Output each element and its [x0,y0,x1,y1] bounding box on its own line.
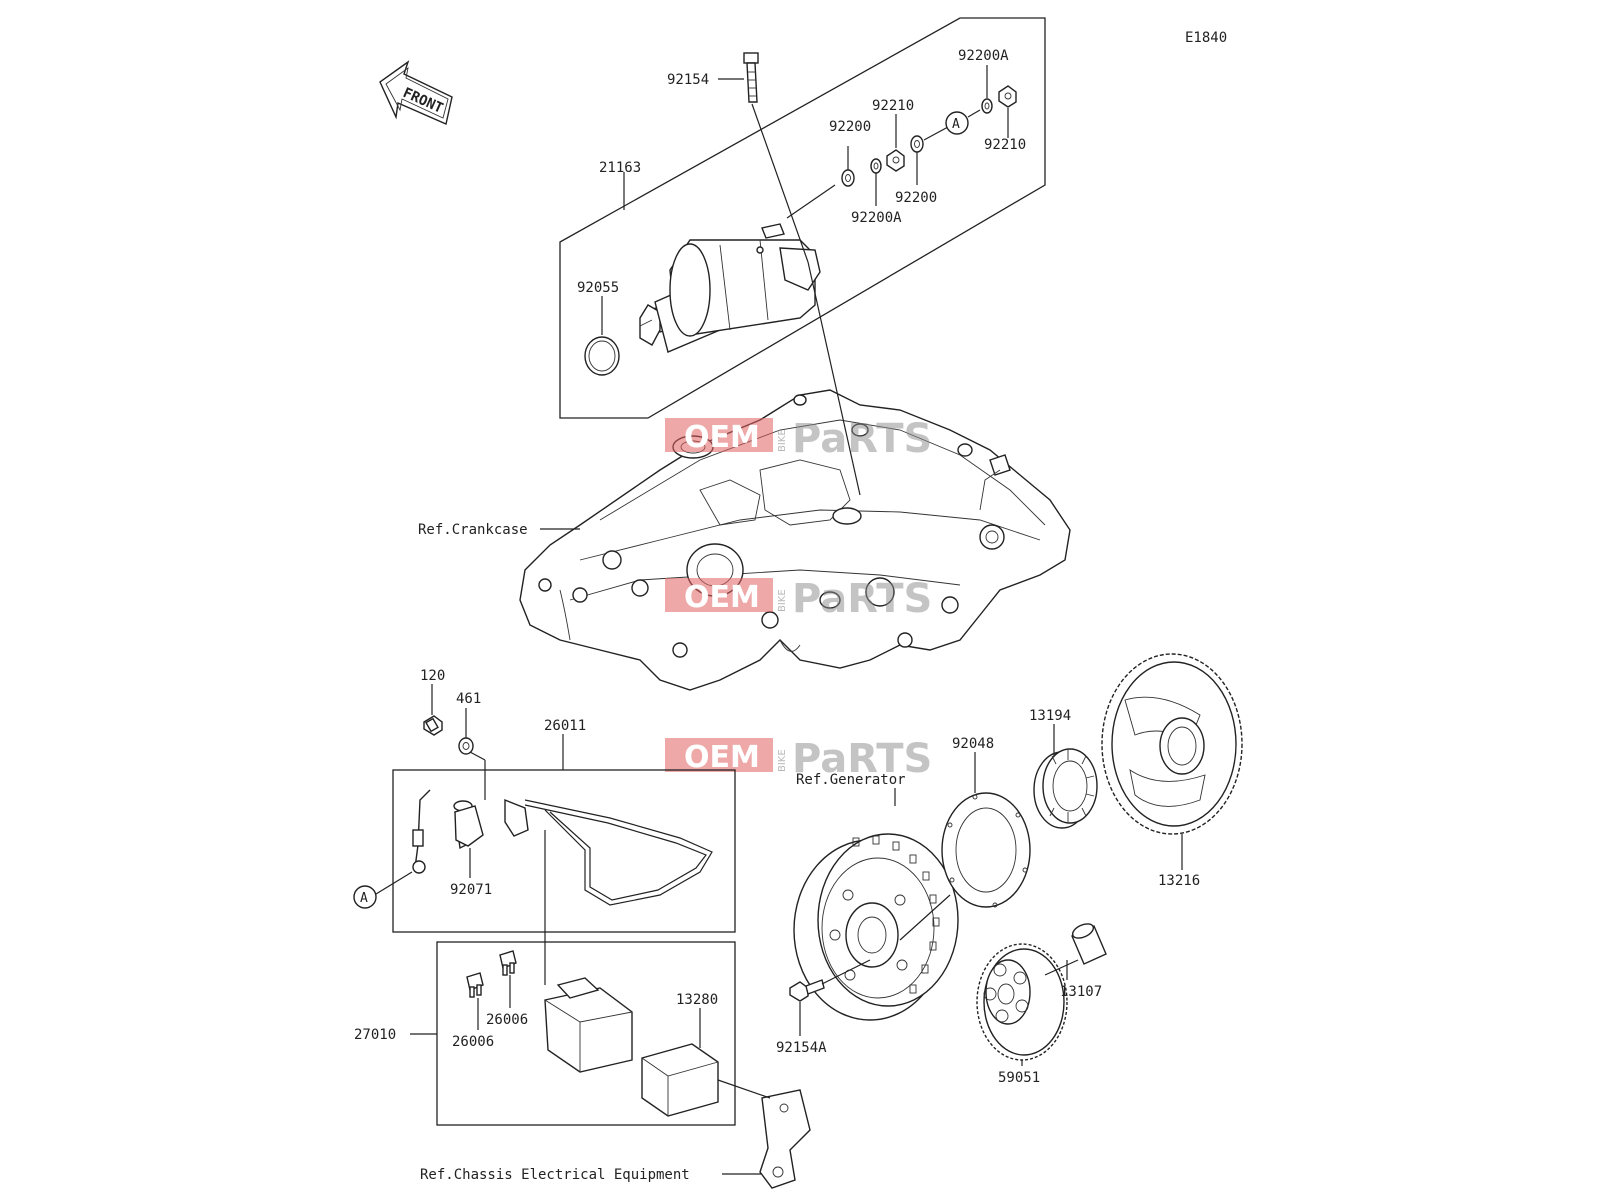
label-ref-generator: Ref.Generator [796,772,906,788]
label-461: 461 [456,691,481,707]
nut-92210-b [998,85,1017,108]
bolt-92154a [789,959,871,1002]
svg-text:PaRTS: PaRTS [792,576,932,622]
label-92200-top: 92200 [829,119,871,135]
washer-92200a-b [981,98,993,114]
label-92210-top: 92210 [872,98,914,114]
bolt-120 [423,715,443,736]
starter-gear-13216 [1101,653,1243,835]
label-59051: 59051 [998,1070,1040,1086]
label-13280: 13280 [676,992,718,1008]
watermark-3: OEM BIKE PaRTS [665,736,932,782]
part-labels: 92154 92200A 92210 92200 21163 92200 922… [354,48,1200,1183]
washer-92200a-a [870,158,882,174]
diagram-code: E1840 [1185,30,1227,46]
svg-text:BIKE: BIKE [777,429,788,452]
label-92200-mid: 92200 [895,190,937,206]
svg-text:PaRTS: PaRTS [792,416,932,462]
label-92200a-top: 92200A [958,48,1009,64]
idler-gear-59051 [976,943,1068,1061]
relay-13280 [641,1043,719,1117]
label-ref-crankcase: Ref.Crankcase [418,522,528,538]
label-92071: 92071 [450,882,492,898]
svg-text:BIKE: BIKE [777,589,788,612]
chassis-bracket-ref [717,1079,811,1189]
label-92055: 92055 [577,280,619,296]
callout-a-bottom: A [353,871,413,909]
starter-relay [544,977,633,1073]
fuse-26006-b [499,950,517,976]
label-21163: 21163 [599,160,641,176]
label-92048: 92048 [952,736,994,752]
svg-text:OEM: OEM [684,580,760,615]
label-26011: 26011 [544,718,586,734]
watermark-2: OEM BIKE PaRTS [665,576,932,622]
oneway-clutch-13194 [1033,748,1098,829]
front-arrow-icon: FRONT [379,60,453,125]
svg-text:PaRTS: PaRTS [792,736,932,782]
starter-group-box [559,17,1046,419]
label-92200a-bottom: 92200A [851,210,902,226]
nut-92210-a [886,149,905,172]
generator-rotor-ref [793,833,959,1021]
svg-text:A: A [952,117,960,132]
label-92154: 92154 [667,72,709,88]
label-ref-chassis: Ref.Chassis Electrical Equipment [420,1167,690,1183]
crankcase-ref [519,389,1071,691]
fuse-26006-a [466,972,484,998]
cap-92071 [454,805,484,847]
cable-group-box [392,769,736,933]
plate-92048 [899,792,1031,941]
leader-lines [410,65,1183,1175]
label-26006-right: 26006 [486,1012,528,1028]
label-27010: 27010 [354,1027,396,1043]
label-92210-right: 92210 [984,137,1026,153]
starter-motor-21163 [639,223,821,353]
label-26006-left: 26006 [452,1034,494,1050]
washer-92200-b [910,135,924,153]
svg-text:BIKE: BIKE [777,749,788,772]
label-13216: 13216 [1158,873,1200,889]
washer-92200-a [841,169,855,187]
label-120: 120 [420,668,445,684]
watermark-1: OEM BIKE PaRTS [665,416,932,462]
label-13194: 13194 [1029,708,1071,724]
washer-461 [458,737,486,800]
svg-text:OEM: OEM [684,740,760,775]
o-ring-92055 [584,336,620,376]
label-13107: 13107 [1060,984,1102,1000]
bolt-92154 [743,52,809,263]
label-92154a: 92154A [776,1040,827,1056]
shaft-13107 [1044,923,1107,976]
callout-a-top: A [945,111,969,135]
svg-text:A: A [360,891,368,906]
svg-text:OEM: OEM [684,420,760,455]
